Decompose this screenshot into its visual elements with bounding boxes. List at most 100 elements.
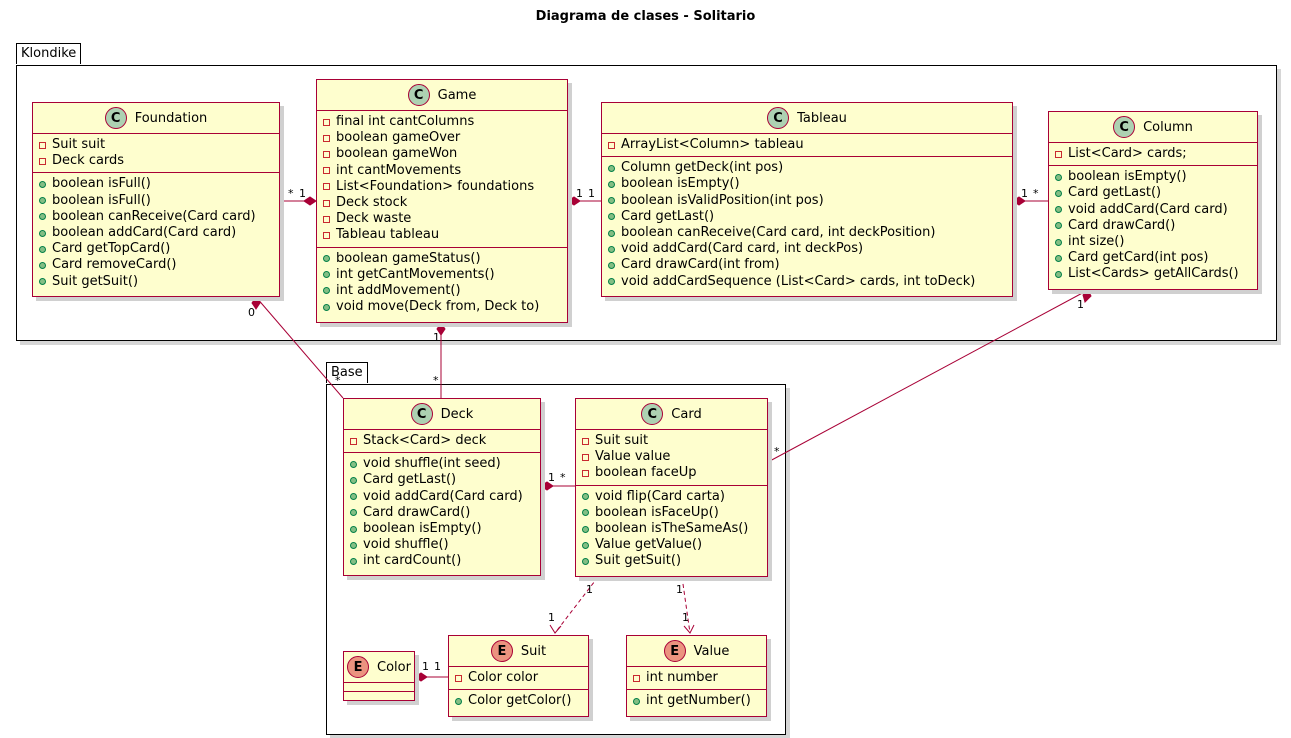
- foundation-methods-section: boolean isFull()boolean isFull()boolean …: [33, 172, 279, 292]
- edge-card-suit: [554, 576, 599, 634]
- game-attributes-text: int cantMovements: [336, 162, 462, 178]
- public-visibility-icon: [1055, 238, 1062, 246]
- public-visibility-icon: [1055, 173, 1062, 181]
- value-method: int getNumber(): [633, 693, 766, 709]
- public-visibility-icon: [582, 493, 589, 501]
- deck-name: Deck: [440, 406, 474, 422]
- public-visibility-icon: [350, 476, 357, 484]
- mult-deck-card-a: 1: [548, 471, 555, 484]
- game-methods-text: int getCantMovements(): [336, 266, 495, 282]
- mult-foundation-deck-b: *: [335, 374, 341, 387]
- edge-card-value: [681, 576, 691, 634]
- game-attribute: final int cantColumns: [323, 114, 567, 130]
- mult-column-card-b: *: [774, 445, 780, 458]
- private-visibility-icon: [323, 199, 330, 207]
- deck-methods-section: void shuffle(int seed)Card getLast()void…: [344, 452, 540, 572]
- tableau-methods-text: Card getLast(): [621, 208, 715, 224]
- column-methods-text: Card getCard(int pos): [1068, 250, 1209, 266]
- public-visibility-icon: [1055, 189, 1062, 197]
- diamond-color-suit: [414, 672, 428, 682]
- public-visibility-icon: [39, 213, 46, 221]
- suit-name: Suit: [520, 643, 547, 659]
- private-visibility-icon: [582, 469, 589, 477]
- column-methods-text: int size(): [1068, 233, 1125, 249]
- class-stereotype-icon: C: [410, 403, 433, 425]
- deck-methods-text: Card getLast(): [363, 472, 457, 488]
- game-methods-text: void move(Deck from, Deck to): [336, 299, 540, 315]
- game-attribute: boolean gameWon: [323, 146, 567, 162]
- public-visibility-icon: [1055, 270, 1062, 278]
- private-visibility-icon: [455, 674, 462, 682]
- public-visibility-icon: [1055, 206, 1062, 214]
- package-label-klondike: Klondike: [21, 46, 77, 61]
- class-stereotype-icon: C: [767, 107, 790, 129]
- public-visibility-icon: [608, 164, 615, 172]
- private-visibility-icon: [323, 167, 330, 175]
- deck-method: void addCard(Card card): [350, 489, 540, 505]
- foundation-method: boolean isFull(): [39, 176, 279, 192]
- deck-method: int cardCount(): [350, 553, 540, 569]
- mult-game-deck-b: *: [433, 374, 439, 387]
- game-method: int addMovement(): [323, 283, 567, 299]
- tableau-methods-text: boolean isValidPosition(int pos): [621, 192, 824, 208]
- tableau-attributes-section: ArrayList<Column> tableau: [602, 134, 1012, 156]
- public-visibility-icon: [633, 697, 640, 705]
- foundation-methods-text: Card getTopCard(): [52, 241, 171, 257]
- private-visibility-icon: [323, 215, 330, 223]
- column-methods-text: Card drawCard(): [1068, 217, 1176, 233]
- public-visibility-icon: [39, 180, 46, 188]
- suit-methods-text: Color getColor(): [468, 693, 572, 709]
- column-methods-text: void addCard(Card card): [1068, 201, 1228, 217]
- tableau-methods-text: Column getDeck(int pos): [621, 160, 784, 176]
- game-attributes-text: Deck waste: [336, 211, 412, 227]
- game-method: int getCantMovements(): [323, 267, 567, 283]
- public-visibility-icon: [350, 493, 357, 501]
- foundation-method: Card removeCard(): [39, 257, 279, 273]
- deck-method: Card getLast(): [350, 472, 540, 488]
- game-attribute: Tableau tableau: [323, 227, 567, 243]
- deck-attribute: Stack<Card> deck: [350, 433, 540, 449]
- deck-method: Card drawCard(): [350, 505, 540, 521]
- private-visibility-icon: [323, 134, 330, 142]
- card-methods-section: void flip(Card carta)boolean isFaceUp()b…: [576, 484, 767, 573]
- card-methods-text: Suit getSuit(): [595, 553, 682, 569]
- public-visibility-icon: [608, 197, 615, 205]
- mult-deck-card-b: *: [560, 471, 566, 484]
- package-klondike: [16, 65, 1277, 341]
- private-visibility-icon: [582, 437, 589, 445]
- game-attribute: boolean gameOver: [323, 130, 567, 146]
- value-methods-text: int getNumber(): [646, 693, 751, 709]
- mult-card-value-a: 1: [676, 583, 683, 596]
- package-tab-klondike: Klondike: [16, 43, 82, 64]
- column-method: Card getLast(): [1055, 185, 1257, 201]
- deck-methods-text: int cardCount(): [363, 553, 462, 569]
- card-method: boolean isFaceUp(): [582, 505, 767, 521]
- mult-column-card-a: 1: [1077, 298, 1084, 311]
- diamond-foundation-deck: [251, 296, 261, 310]
- public-visibility-icon: [608, 278, 615, 286]
- card-method: void flip(Card carta): [582, 489, 767, 505]
- public-visibility-icon: [1055, 222, 1062, 230]
- public-visibility-icon: [582, 525, 589, 533]
- deck-methods-text: boolean isEmpty(): [363, 520, 482, 536]
- suit-method: Color getColor(): [455, 693, 588, 709]
- package-base: [326, 384, 786, 735]
- tableau-method: Card drawCard(int from): [608, 257, 1012, 273]
- card-methods-text: Value getValue(): [595, 537, 703, 553]
- column-method: void addCard(Card card): [1055, 202, 1257, 218]
- card-methods-text: boolean isFaceUp(): [595, 504, 719, 520]
